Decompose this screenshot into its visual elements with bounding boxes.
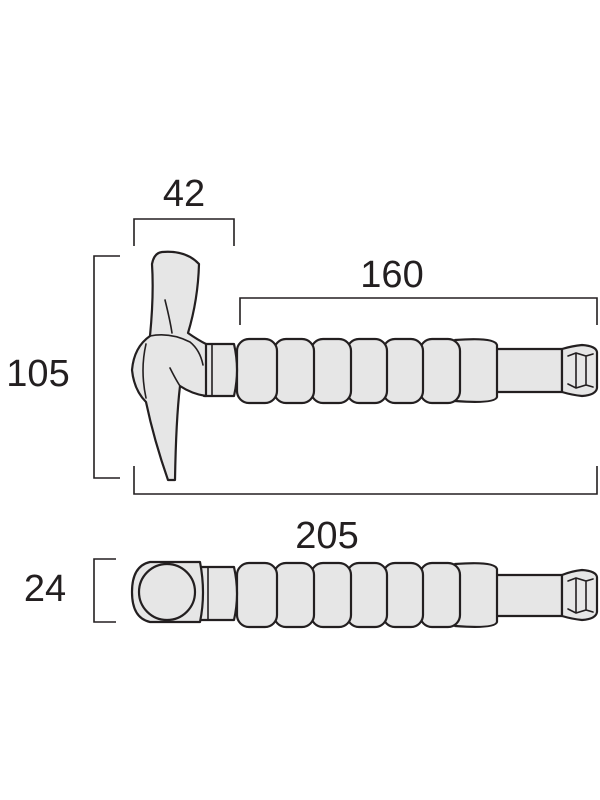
- grip-segment-top: [272, 561, 316, 629]
- thickness-label: 24: [24, 568, 66, 610]
- grip-segment: [272, 337, 316, 405]
- handle-end-cap: [560, 343, 599, 398]
- grip-segment-top: [381, 561, 425, 629]
- height-label: 105: [6, 353, 69, 395]
- grip-segment-top: [345, 561, 389, 629]
- grip-length-dimension: 160: [239, 254, 598, 325]
- height-dimension: 105: [6, 255, 120, 479]
- grip-segment: [345, 337, 389, 405]
- neck-collar: [202, 342, 239, 398]
- hammer-side-view: [130, 250, 599, 482]
- grip-segment: [418, 337, 462, 405]
- grip-segment-top: [235, 561, 279, 629]
- grip-segment-top: [453, 562, 499, 628]
- handle-shaft-top: [490, 573, 564, 618]
- grip-segment: [235, 337, 279, 405]
- overall-length-label: 205: [295, 515, 358, 557]
- head-width-dimension: 42: [133, 173, 235, 246]
- grip-segment-top: [309, 561, 353, 629]
- hammer-top-view: [130, 560, 599, 629]
- grip-segment: [309, 337, 353, 405]
- grip-length-label: 160: [360, 254, 423, 296]
- grip-segment: [453, 338, 499, 403]
- grip-segment-top: [418, 561, 462, 629]
- thickness-dimension: 24: [24, 558, 116, 623]
- handle-end-cap-top: [560, 568, 599, 622]
- overall-length-dimension: 205: [133, 466, 598, 557]
- hammer-head: [130, 250, 208, 482]
- neck-collar-top: [198, 565, 239, 622]
- grip-segment: [381, 337, 425, 405]
- striking-face: [137, 562, 197, 622]
- head-width-label: 42: [163, 173, 205, 215]
- handle-shaft: [490, 347, 564, 394]
